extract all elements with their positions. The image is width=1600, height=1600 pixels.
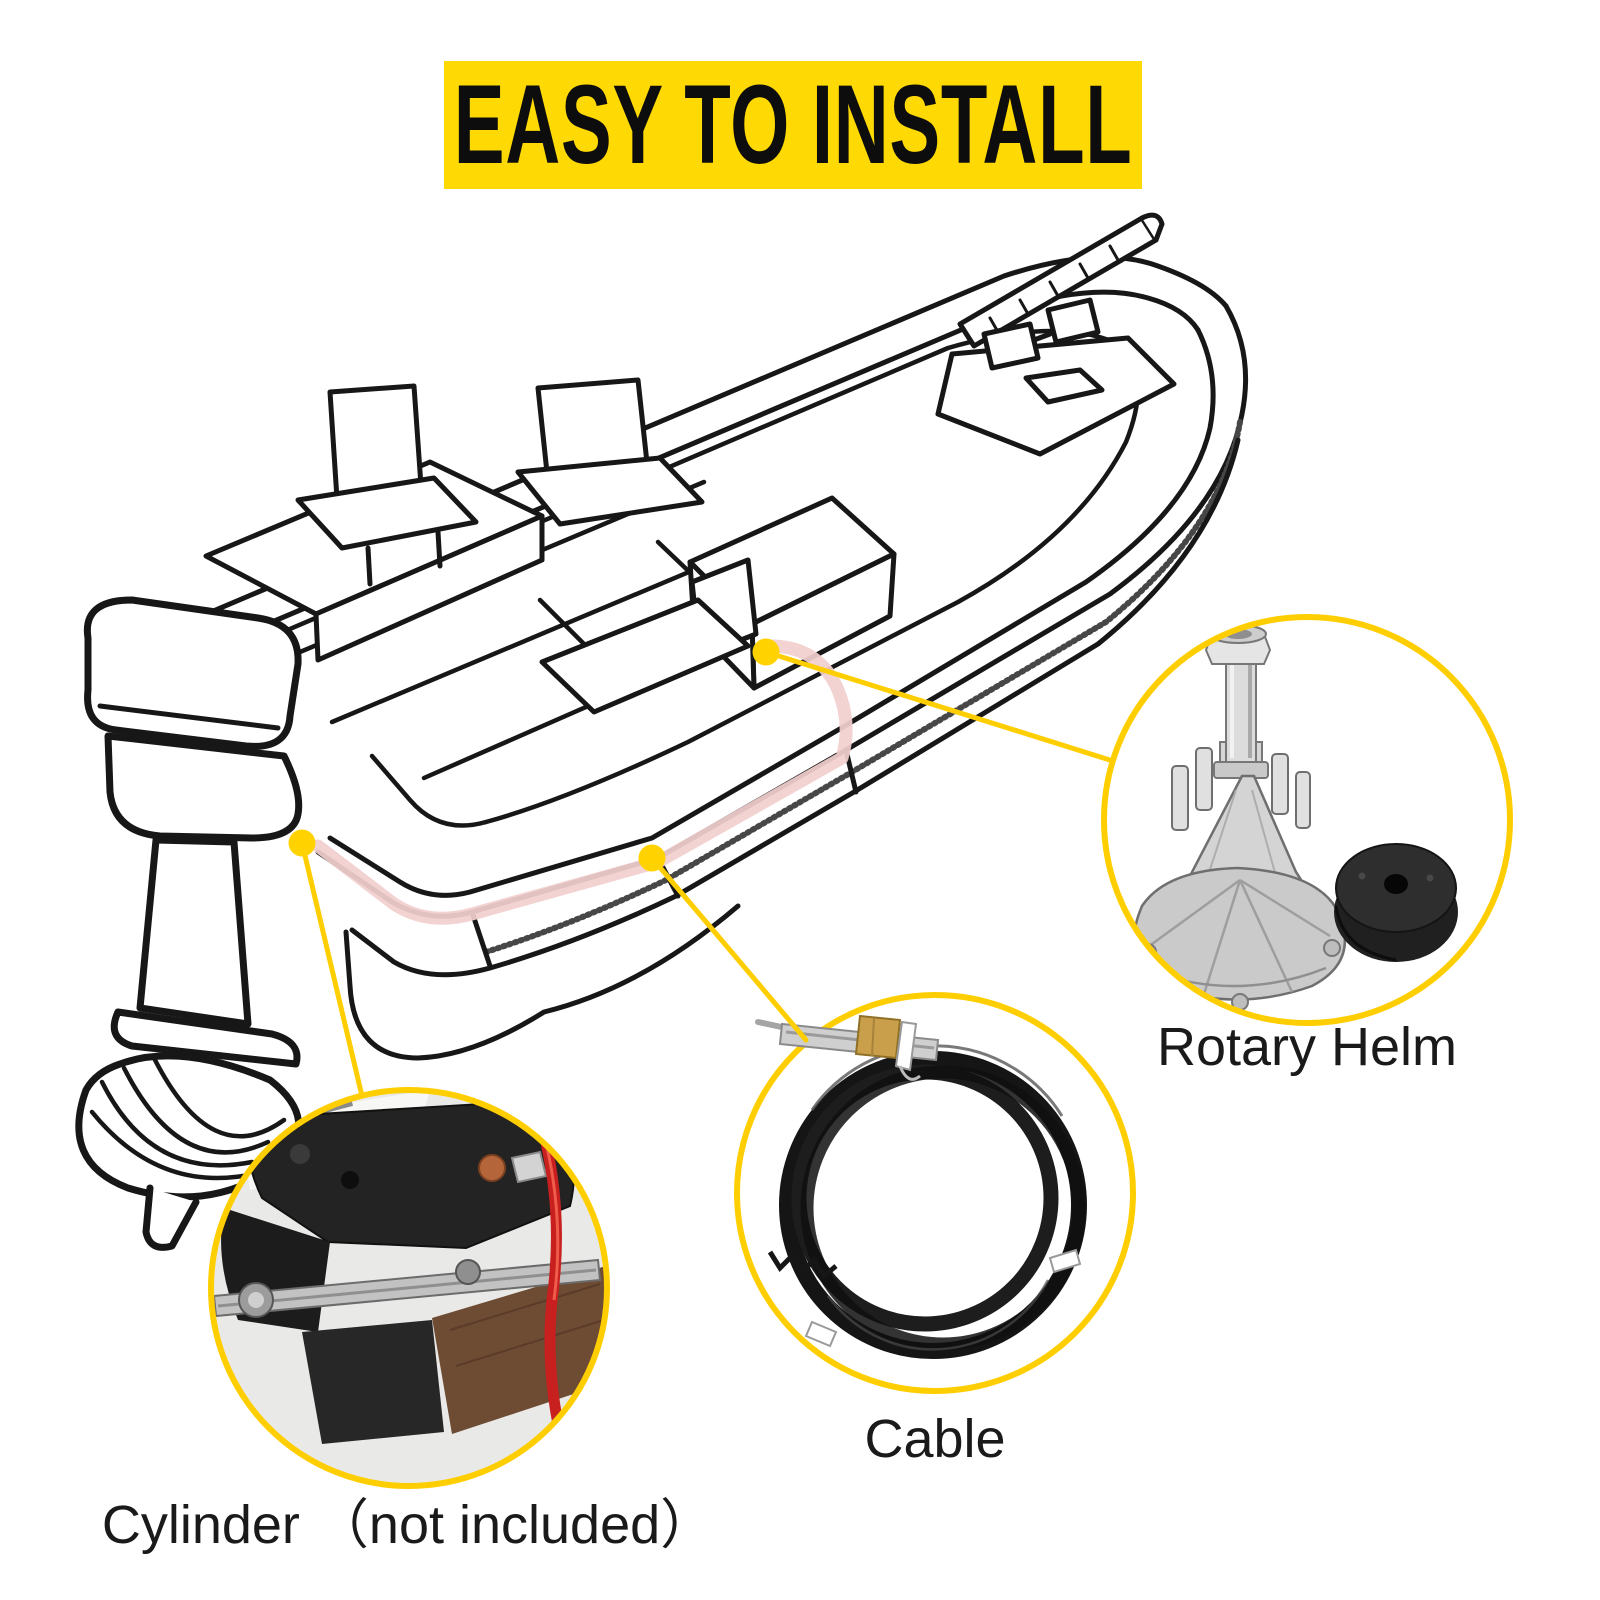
boat-rub-rail-texture <box>483 419 1243 955</box>
cable-zip-tie <box>804 1320 838 1348</box>
boat-seat-1 <box>295 383 479 587</box>
boat-bench <box>539 557 759 715</box>
propeller-cage-ribs <box>89 1055 287 1181</box>
anchor-dot-cable <box>638 844 666 872</box>
brass-nut <box>854 1014 902 1060</box>
cable-label: Cable <box>864 1409 1006 1469</box>
leader-line-rotary-helm <box>763 649 1116 764</box>
cable-zip-tie <box>894 1020 918 1072</box>
cable-circle-border <box>734 992 1136 1394</box>
anchor-dots <box>288 638 780 872</box>
boat-seat-2 <box>515 377 705 527</box>
helm-base-ribs <box>1151 878 1331 995</box>
wood-backboard <box>432 1266 607 1434</box>
callout-rotary-helm <box>1101 614 1513 1026</box>
copper-plug <box>478 1154 506 1182</box>
leader-line-cable <box>649 855 809 1043</box>
engine-cylinder-photo <box>211 1090 607 1486</box>
anchor-dot-helm <box>752 638 780 666</box>
cylinder-circle-border <box>208 1087 610 1489</box>
cable-spiral-end <box>767 1250 838 1280</box>
boat-steering-cable-end <box>957 212 1165 371</box>
callout-cylinder <box>208 1087 610 1489</box>
helm-pegs <box>1171 747 1311 831</box>
rotary-helm-photo <box>1132 624 1458 1011</box>
cylinder-label: Cylinder （not included） <box>101 1495 715 1555</box>
cable-end-fitting <box>755 1014 940 1081</box>
steering-cable-highlight <box>311 639 853 925</box>
boat-bow-deck <box>935 335 1177 457</box>
outboard-motor <box>75 596 303 1251</box>
rotary-helm-circle-border <box>1101 614 1513 1026</box>
anchor-dot-cylinder <box>288 829 316 857</box>
leader-lines <box>299 649 1116 1099</box>
title-text: EASY TO INSTALL <box>453 62 1133 187</box>
boat-line-drawing <box>75 212 1249 1251</box>
leader-line-cylinder <box>299 840 365 1099</box>
rotary-helm-label: Rotary Helm <box>1156 1017 1458 1077</box>
callout-cable <box>734 992 1136 1394</box>
cable-zip-tie <box>1048 1248 1082 1274</box>
boat-near-hull <box>315 303 1249 1061</box>
title-banner: EASY TO INSTALL <box>444 61 1142 189</box>
